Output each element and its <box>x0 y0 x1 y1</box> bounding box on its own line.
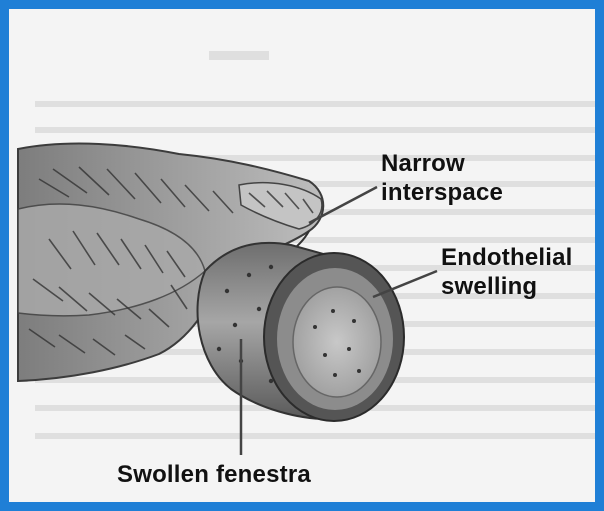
label-swollen-fenestra: Swollen fenestra <box>117 460 311 489</box>
vessel-cross-section <box>264 253 404 421</box>
label-narrow-interspace: Narrow interspace <box>381 149 503 207</box>
label-endothelial-swelling: Endothelial swelling <box>441 243 573 301</box>
